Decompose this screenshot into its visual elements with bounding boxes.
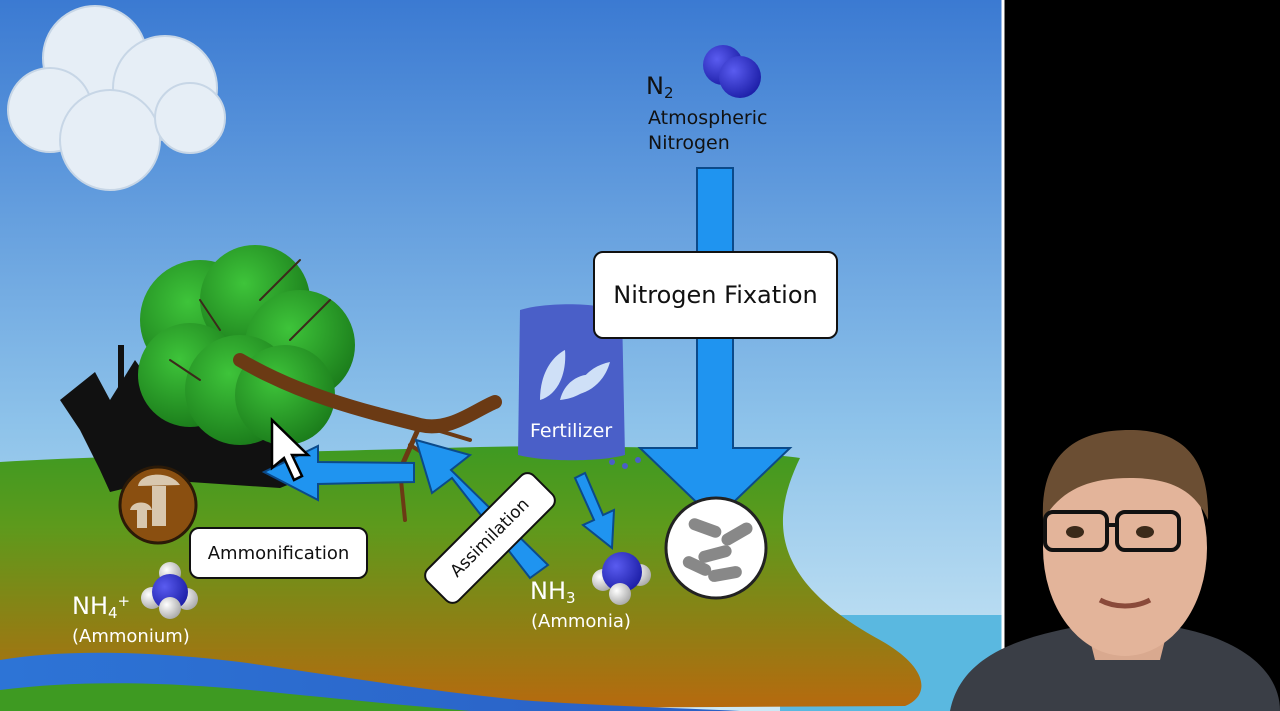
ammonium-name: (Ammonium) bbox=[72, 626, 190, 647]
decomposer-icon bbox=[118, 465, 198, 545]
fixation-arrow bbox=[637, 167, 793, 522]
n2-formula: N2 bbox=[646, 72, 674, 102]
n2-name: Atmospheric Nitrogen bbox=[648, 106, 767, 156]
cloud bbox=[7, 5, 226, 191]
n2-name-line1: Atmospheric bbox=[648, 107, 768, 129]
nitrogen-fixation-label: Nitrogen Fixation bbox=[593, 251, 838, 339]
ammonia-name: (Ammonia) bbox=[531, 611, 631, 632]
presenter-figure bbox=[950, 430, 1280, 711]
n2-name-line2: Nitrogen bbox=[648, 132, 730, 154]
bacteria-icon bbox=[664, 496, 768, 600]
fertilizer-label: Fertilizer bbox=[530, 420, 613, 442]
mouse-cursor bbox=[270, 417, 312, 482]
ammonification-arrow bbox=[261, 444, 415, 502]
ammonium-molecule bbox=[141, 562, 198, 619]
fertilizer-to-ammonia-arrow bbox=[573, 471, 616, 550]
ammonia-molecule bbox=[592, 552, 651, 605]
fertilizer-bag bbox=[518, 304, 641, 469]
ammonia-formula: NH3 bbox=[530, 577, 576, 607]
n2-molecule bbox=[703, 45, 761, 98]
ammonification-label: Ammonification bbox=[189, 527, 368, 579]
ammonium-formula: NH4+ bbox=[72, 592, 131, 622]
